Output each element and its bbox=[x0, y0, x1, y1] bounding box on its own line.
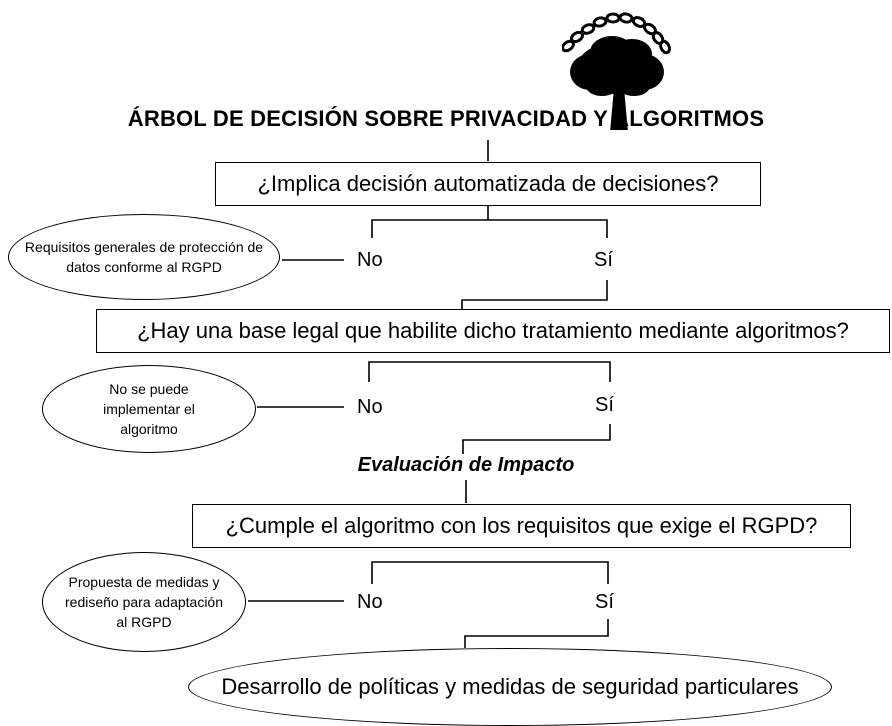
diagram-title: ÁRBOL DE DECISIÓN SOBRE PRIVACIDAD Y ALG… bbox=[127, 106, 765, 131]
tree-with-chain-icon bbox=[562, 12, 671, 130]
question-legal-basis: ¿Hay una base legal que habilite dicho t… bbox=[96, 309, 890, 353]
outcome-general-requirements: Requisitos generales de protección de da… bbox=[8, 214, 280, 300]
answer-no-2: No bbox=[357, 396, 383, 418]
question-automated-decision: ¿Implica decisión automatizada de decisi… bbox=[215, 162, 761, 206]
answer-yes-3: Sí bbox=[595, 591, 614, 613]
impact-assessment-label: Evaluación de Impacto bbox=[357, 454, 575, 476]
answer-yes-1: Sí bbox=[594, 249, 613, 271]
answer-no-3: No bbox=[357, 591, 383, 613]
final-security-measures: Desarrollo de políticas y medidas de seg… bbox=[188, 648, 832, 726]
question-rgpd-compliance: ¿Cumple el algoritmo con los requisitos … bbox=[192, 504, 851, 548]
answer-no-1: No bbox=[357, 249, 383, 271]
outcome-redesign-proposal: Propuesta de medidas y rediseño para ada… bbox=[42, 552, 246, 652]
answer-yes-2: Sí bbox=[595, 394, 614, 416]
outcome-cannot-implement: No se puede implementar el algoritmo bbox=[42, 365, 256, 453]
